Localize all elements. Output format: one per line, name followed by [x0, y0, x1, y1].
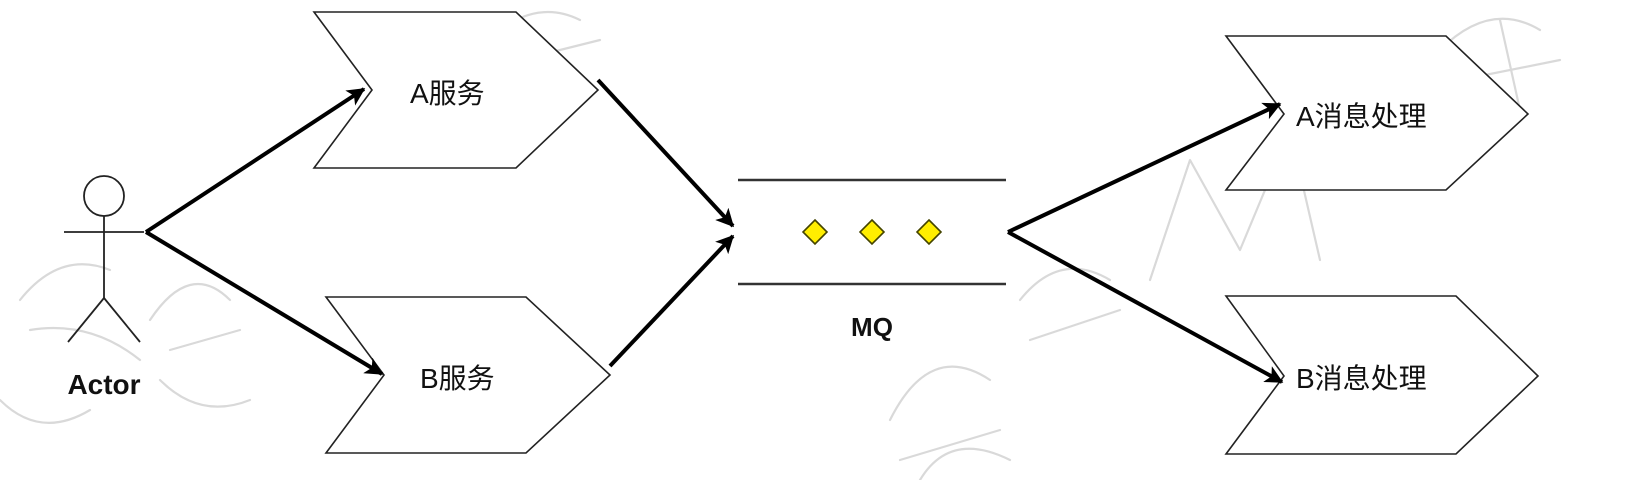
- queue-message-3: [915, 218, 943, 246]
- service-a-label: A服务: [410, 78, 485, 109]
- handler-a[interactable]: A消息处理: [1224, 35, 1530, 191]
- queue-messages: [801, 218, 943, 246]
- actor-left-leg: [67, 297, 105, 343]
- actor-label: Actor: [67, 369, 140, 400]
- queue-message-2: [858, 218, 886, 246]
- actor: Actor: [64, 175, 144, 400]
- message-queue[interactable]: MQ: [738, 178, 1006, 342]
- actor-head: [83, 175, 125, 217]
- queue-label: MQ: [851, 312, 893, 342]
- arrow-mq-to-handler-a: [1007, 102, 1282, 234]
- handler-b[interactable]: B消息处理: [1224, 295, 1540, 455]
- arrow-service-a-to-mq: [596, 78, 735, 228]
- arrow-actor-to-service-a: [144, 87, 366, 234]
- actor-right-leg: [103, 297, 141, 343]
- service-a[interactable]: A服务: [312, 11, 600, 169]
- service-a-shape[interactable]: [312, 11, 600, 169]
- arrow-service-b-to-mq: [608, 234, 735, 368]
- service-b-shape[interactable]: [324, 296, 612, 454]
- service-b-label: B服务: [420, 363, 495, 394]
- arrow-mq-to-handler-b: [1007, 230, 1284, 384]
- handler-b-label: B消息处理: [1296, 363, 1427, 394]
- handler-a-shape[interactable]: [1224, 35, 1530, 191]
- arrow-actor-to-service-b: [144, 230, 384, 376]
- queue-message-1: [801, 218, 829, 246]
- service-b[interactable]: B服务: [324, 296, 612, 454]
- handler-b-shape[interactable]: [1224, 295, 1540, 455]
- arrows: [144, 78, 1284, 384]
- handler-a-label: A消息处理: [1296, 101, 1427, 132]
